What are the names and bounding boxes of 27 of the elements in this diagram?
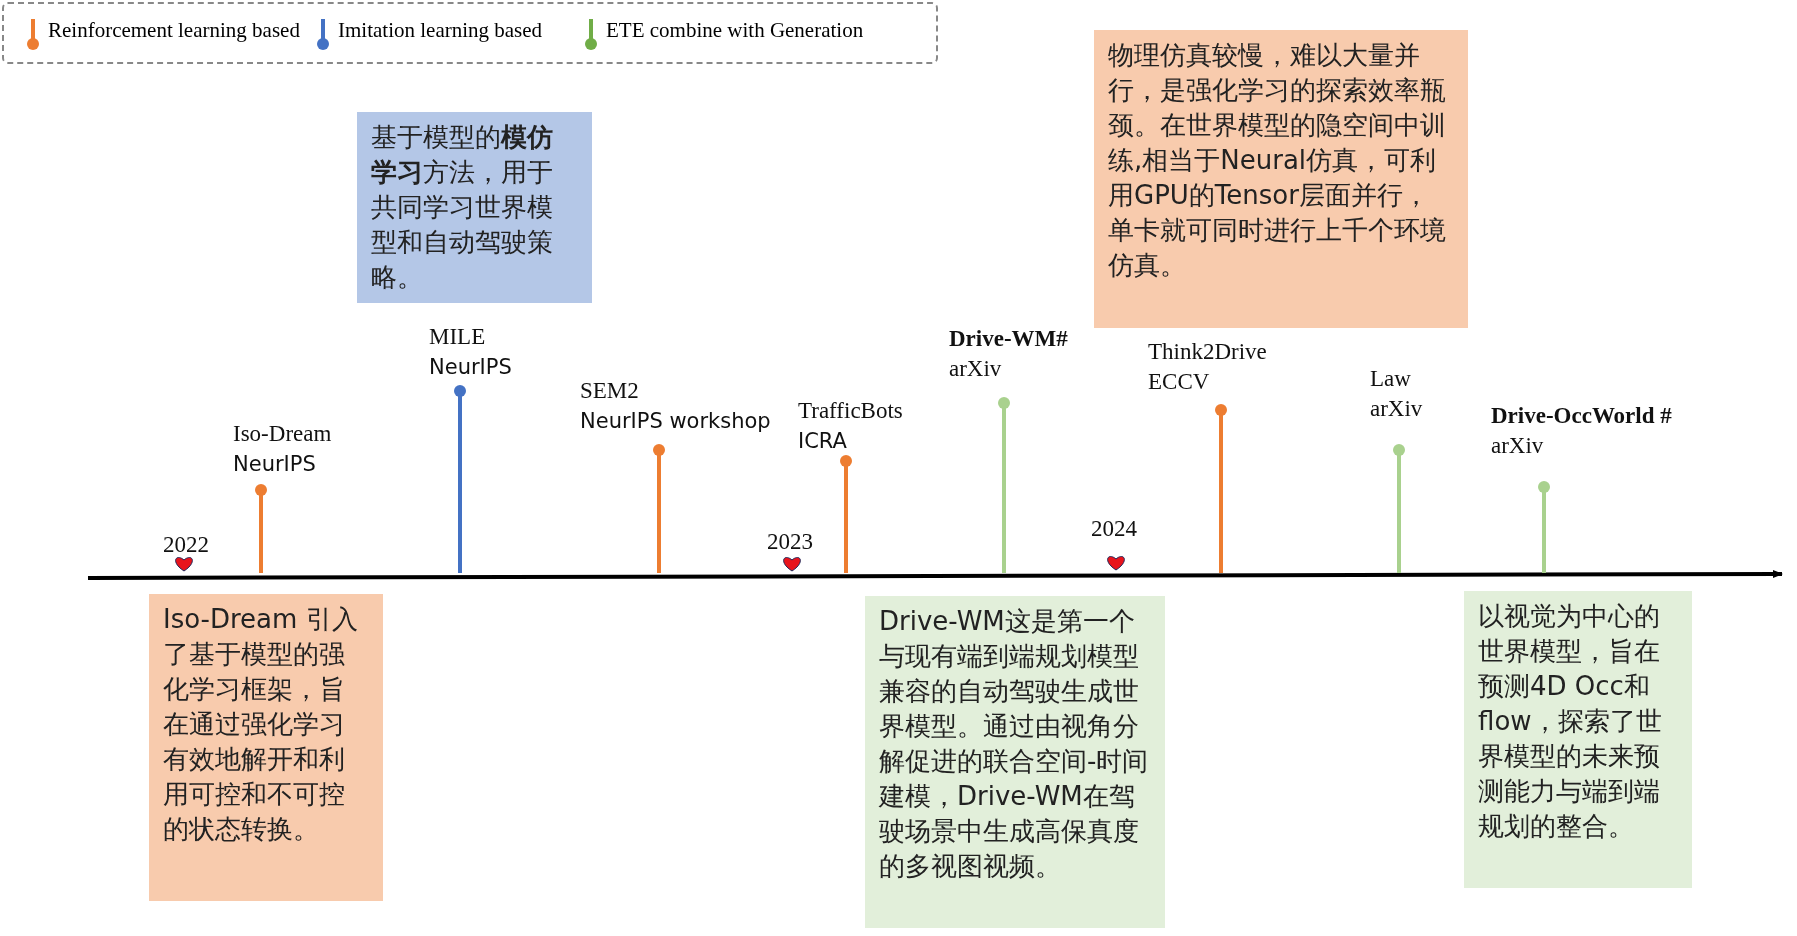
venue-label: arXiv	[1491, 432, 1544, 460]
venue-label: ICRA	[798, 428, 847, 455]
note-box: 基于模型的模仿学习方法，用于共同学习世界模型和自动驾驶策略。	[357, 112, 592, 303]
note-box: 物理仿真较慢，难以大量并行，是强化学习的探索效率瓶颈。在世界模型的隐空间中训练,相当于Neural仿真，可利用GPU的Tensor层面并行，单卡就可同时进行上千个环境仿真。	[1094, 30, 1468, 328]
year-label: 2023	[767, 528, 813, 556]
venue-label: NeurIPS	[233, 451, 316, 478]
paper-name: MILE	[429, 323, 486, 351]
venue-label: ECCV	[1148, 368, 1210, 396]
year-label: 2024	[1091, 515, 1137, 543]
legend-label: ETE combine with Generation	[606, 18, 864, 43]
paper-name: Drive-WM#	[949, 325, 1068, 353]
paper-name: Law	[1370, 365, 1411, 393]
paper-name: Iso-Dream	[233, 420, 332, 448]
paper-name: Drive-OccWorld #	[1491, 402, 1672, 430]
venue-label: arXiv	[949, 355, 1002, 383]
venue-label: arXiv	[1370, 395, 1423, 423]
note-box: Iso-Dream 引入了基于模型的强化学习框架，旨在通过强化学习有效地解开和利用可控和不可控的状态转换。	[149, 594, 383, 901]
paper-name: SEM2	[580, 377, 639, 405]
venue-label: NeurIPS	[429, 354, 512, 381]
venue-label: NeurIPS workshop	[580, 408, 771, 435]
paper-name: Think2Drive	[1148, 338, 1267, 366]
note-box: 以视觉为中心的世界模型，旨在预测4D Occ和flow，探索了世界模型的未来预测能力与端到端规划的整合。	[1464, 591, 1692, 888]
paper-name: TrafficBots	[798, 397, 903, 425]
note-box: Drive-WM这是第一个与现有端到端规划模型兼容的自动驾驶生成世界模型。通过由视角分解促进的联合空间-时间建模，Drive-WM在驾驶场景中生成高保真度的多视图视频。	[865, 596, 1165, 928]
year-label: 2022	[163, 531, 209, 559]
legend-label: Reinforcement learning based	[48, 18, 300, 43]
legend-label: Imitation learning based	[338, 18, 543, 43]
